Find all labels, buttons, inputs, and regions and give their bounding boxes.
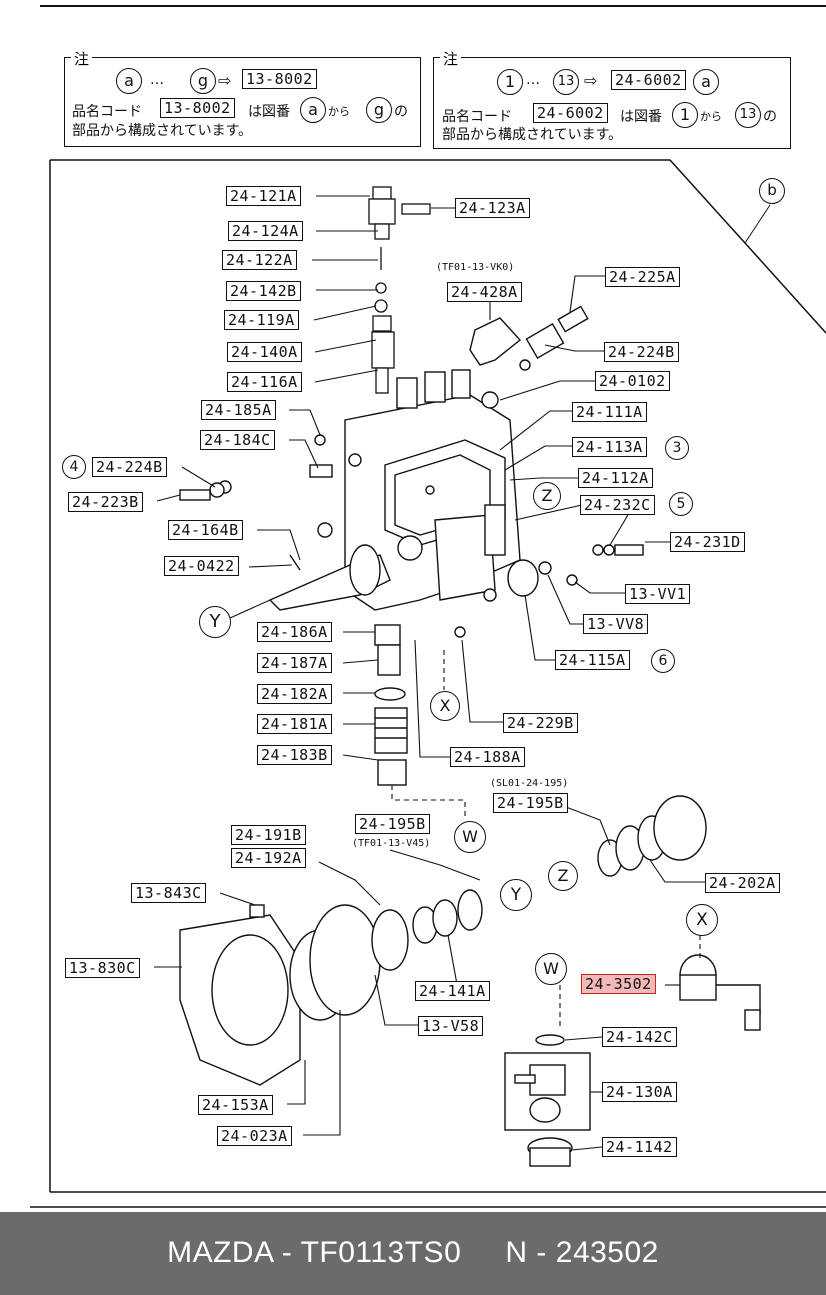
- note-left-circle-a2: a: [300, 97, 326, 123]
- marker-z2: Z: [548, 861, 578, 891]
- part-24-185A[interactable]: 24-185A: [201, 400, 276, 420]
- marker-4: 4: [62, 455, 86, 479]
- part-24-111A[interactable]: 24-111A: [572, 402, 647, 422]
- part-24-186A[interactable]: 24-186A: [257, 622, 332, 642]
- part-24-231D[interactable]: 24-231D: [670, 532, 745, 552]
- note-left-circle-a: a: [116, 68, 142, 94]
- note-left-line2-no: の: [394, 104, 408, 120]
- note-left-circle-g: g: [190, 68, 216, 94]
- part-13-VV8[interactable]: 13-VV8: [583, 614, 649, 634]
- note-left-line3: 部品から構成されています。: [72, 123, 253, 139]
- marker-w2: W: [535, 953, 567, 985]
- note-left-dots: …: [150, 72, 164, 88]
- note-right-circle-13b: 13: [735, 102, 761, 128]
- note-right-circle-13: 13: [553, 69, 579, 95]
- part-24-141A[interactable]: 24-141A: [415, 981, 490, 1001]
- part-24-023A[interactable]: 24-023A: [217, 1126, 292, 1146]
- marker-x2: X: [686, 904, 718, 936]
- part-24-224B-right[interactable]: 24-224B: [604, 342, 679, 362]
- part-24-3502-highlighted[interactable]: 24-3502: [581, 974, 656, 994]
- part-24-183B[interactable]: 24-183B: [257, 745, 332, 765]
- part-24-1142[interactable]: 24-1142: [602, 1137, 677, 1157]
- part-24-202A[interactable]: 24-202A: [705, 873, 780, 893]
- part-24-164B[interactable]: 24-164B: [168, 520, 243, 540]
- note-left-code-2: 13-8002: [160, 98, 235, 118]
- note-right-circle-1: 1: [497, 69, 523, 95]
- note-left-label: 注: [71, 48, 93, 69]
- marker-6: 6: [651, 649, 675, 673]
- part-24-0422[interactable]: 24-0422: [164, 556, 239, 576]
- label-tf01-vko: (TF01-13-VK0): [436, 262, 515, 273]
- part-24-124A[interactable]: 24-124A: [228, 221, 303, 241]
- part-13-VV1[interactable]: 13-VV1: [625, 584, 691, 604]
- part-24-115A[interactable]: 24-115A: [555, 650, 630, 670]
- part-24-192A[interactable]: 24-192A: [231, 848, 306, 868]
- note-right-line2-pre: 品名コード: [442, 109, 512, 125]
- part-24-130A[interactable]: 24-130A: [602, 1082, 677, 1102]
- note-right-line2-kara: から: [700, 110, 722, 123]
- part-24-229B[interactable]: 24-229B: [503, 713, 578, 733]
- note-right-line3: 部品から構成されています。: [442, 127, 623, 143]
- part-24-225A[interactable]: 24-225A: [605, 267, 680, 287]
- part-24-181A[interactable]: 24-181A: [257, 714, 332, 734]
- marker-y2: Y: [500, 879, 532, 911]
- part-24-184C[interactable]: 24-184C: [200, 430, 275, 450]
- footer-bar: MAZDA - TF0113TS0 N - 243502: [0, 1212, 826, 1295]
- part-24-224B-left[interactable]: 24-224B: [92, 457, 167, 477]
- part-24-140A[interactable]: 24-140A: [227, 342, 302, 362]
- note-right-label: 注: [440, 48, 462, 69]
- marker-y1: Y: [199, 606, 231, 638]
- marker-b: b: [759, 178, 785, 204]
- part-24-195B-left[interactable]: 24-195B: [355, 814, 430, 834]
- note-right-code-2: 24-6002: [533, 103, 608, 123]
- part-24-116A[interactable]: 24-116A: [227, 372, 302, 392]
- part-13-843C[interactable]: 13-843C: [131, 883, 206, 903]
- part-24-142C[interactable]: 24-142C: [602, 1027, 677, 1047]
- note-left-circle-g2: g: [366, 97, 392, 123]
- part-24-223B[interactable]: 24-223B: [68, 492, 143, 512]
- note-left-arrow: ⇨: [218, 71, 232, 90]
- marker-w1: W: [454, 821, 486, 853]
- note-right-circle-1b: 1: [672, 102, 698, 128]
- note-right-line2-no: の: [763, 109, 777, 125]
- part-24-187A[interactable]: 24-187A: [257, 653, 332, 673]
- part-24-112A[interactable]: 24-112A: [578, 468, 653, 488]
- part-24-122A[interactable]: 24-122A: [222, 250, 297, 270]
- part-24-191B[interactable]: 24-191B: [231, 825, 306, 845]
- footer-part-text: MAZDA - TF0113TS0 N - 243502: [167, 1236, 659, 1269]
- note-right-arrow: ⇨: [584, 71, 598, 90]
- marker-x1: X: [430, 691, 460, 721]
- part-24-119A[interactable]: 24-119A: [224, 310, 299, 330]
- part-24-428A[interactable]: 24-428A: [447, 282, 522, 302]
- part-13-830C[interactable]: 13-830C: [65, 958, 140, 978]
- label-sl01: (SL01-24-195): [490, 778, 569, 789]
- note-left-line2-pre: 品名コード: [72, 104, 142, 120]
- note-left-code-1: 13-8002: [242, 69, 317, 89]
- marker-3: 3: [665, 436, 689, 460]
- part-24-113A[interactable]: 24-113A: [572, 437, 647, 457]
- part-24-188A[interactable]: 24-188A: [450, 747, 525, 767]
- part-24-123A[interactable]: 24-123A: [455, 198, 530, 218]
- part-13-V58[interactable]: 13-V58: [418, 1016, 484, 1036]
- part-24-0102[interactable]: 24-0102: [595, 371, 670, 391]
- note-right-circle-a: a: [693, 69, 719, 95]
- label-tf01-v45: (TF01-13-V45): [352, 838, 431, 849]
- part-24-232C[interactable]: 24-232C: [580, 495, 655, 515]
- note-right-line2-mid: は図番: [620, 109, 662, 125]
- note-right-code-1: 24-6002: [611, 70, 686, 90]
- note-left-line2-mid: は図番: [248, 104, 290, 120]
- marker-z1: Z: [533, 482, 561, 510]
- note-right-dots: …: [526, 72, 540, 88]
- note-left-line2-kara: から: [328, 105, 350, 118]
- part-24-142B[interactable]: 24-142B: [226, 281, 301, 301]
- part-24-121A[interactable]: 24-121A: [226, 186, 301, 206]
- part-24-182A[interactable]: 24-182A: [257, 684, 332, 704]
- marker-5: 5: [669, 492, 693, 516]
- part-24-153A[interactable]: 24-153A: [198, 1095, 273, 1115]
- part-24-195B-right[interactable]: 24-195B: [493, 793, 568, 813]
